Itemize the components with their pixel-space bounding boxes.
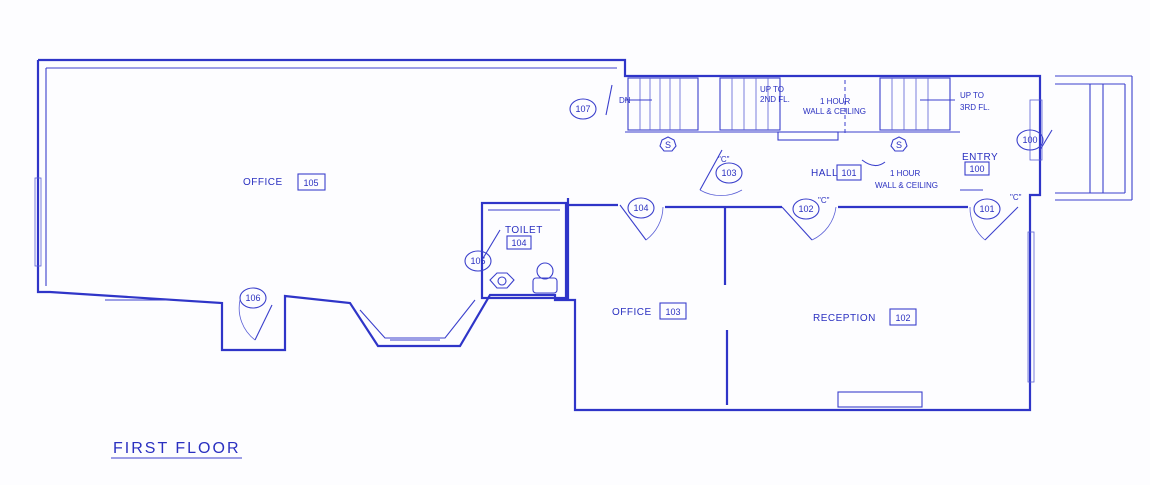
svg-text:106: 106 [245, 293, 260, 303]
note-rating-a-2: WALL & CEILING [803, 107, 866, 116]
door-tag-105: 105 [464, 250, 492, 272]
note-up-2nd-b: 2ND FL. [760, 95, 790, 104]
svg-text:103: 103 [721, 168, 736, 178]
note-up-3rd-a: UP TO [960, 91, 984, 100]
toilet-fixture-icon [532, 262, 558, 294]
note-rating-a-1: 1 HOUR [820, 97, 850, 106]
door-rating-c: "C" [718, 155, 730, 164]
note-rating-b-1: 1 HOUR [890, 169, 920, 178]
svg-text:105: 105 [470, 256, 485, 266]
room-name-office-105: OFFICE [243, 177, 283, 188]
smoke-detector-icon: S [659, 136, 677, 152]
svg-text:102: 102 [798, 204, 813, 214]
svg-text:100: 100 [1022, 135, 1037, 145]
note-dn: DN [619, 96, 631, 105]
stair-up-3rd [879, 77, 951, 131]
room-name-hall: HALL [811, 168, 838, 179]
stair-down [627, 77, 699, 131]
room-name-office-103: OFFICE [612, 307, 652, 318]
svg-text:107: 107 [575, 104, 590, 114]
door-tag-100: 100 [1016, 129, 1044, 151]
svg-text:104: 104 [633, 203, 648, 213]
door-tag-107: 107 [569, 98, 597, 120]
toilet-104-wall [480, 201, 568, 300]
room-number-102: 102 [895, 313, 910, 323]
svg-text:S: S [665, 140, 671, 150]
door-rating-c: "C" [1010, 193, 1022, 202]
svg-text:S: S [896, 140, 902, 150]
door-tag-101: 101 [973, 198, 1001, 220]
room-name-entry: ENTRY [962, 152, 998, 163]
note-up-2nd-a: UP TO [760, 85, 784, 94]
page-title: FIRST FLOOR [113, 440, 241, 457]
sink-icon [489, 272, 515, 289]
note-rating-b-2: WALL & CEILING [875, 181, 938, 190]
door-tag-102: 102 [792, 198, 820, 220]
door-tag-103: 103 [715, 162, 743, 184]
room-name-toilet: TOILET [505, 225, 543, 236]
door-rating-c: "C" [818, 196, 830, 205]
note-up-3rd-b: 3RD FL. [960, 103, 990, 112]
smoke-detector-icon: S [890, 136, 908, 152]
room-number-100: 100 [969, 164, 984, 174]
door-tag-106: 106 [239, 287, 267, 309]
stair-up-2nd [719, 77, 781, 131]
room-number-104: 104 [511, 238, 526, 248]
room-number-105: 105 [303, 178, 318, 188]
room-number-103: 103 [665, 307, 680, 317]
svg-text:101: 101 [979, 204, 994, 214]
office-105-wall [36, 58, 1042, 412]
room-number-101: 101 [841, 168, 856, 178]
room-name-reception: RECEPTION [813, 313, 876, 324]
door-tag-104: 104 [627, 197, 655, 219]
exterior-stair [1055, 75, 1133, 201]
